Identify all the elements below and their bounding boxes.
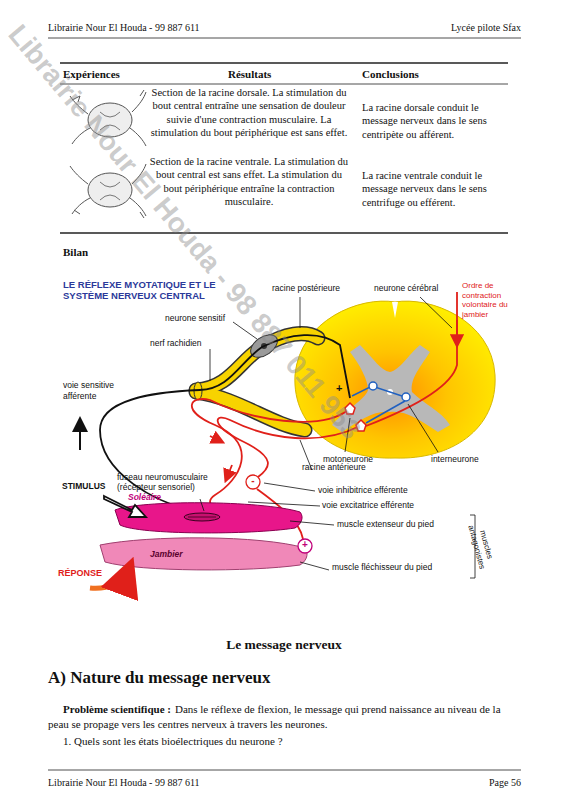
watermark: Librairie Nour El Houda - 98 887 011 953 xyxy=(1,18,368,446)
part-label: racine postérieure xyxy=(272,283,340,293)
table-cell: Section de la racine dorsale. La stimula… xyxy=(146,86,352,139)
sign-label: - xyxy=(246,475,260,487)
part-label: neurone sensitif xyxy=(165,313,225,323)
header-text: Lycée pilote Sfax xyxy=(401,22,521,34)
section-label: Bilan xyxy=(63,246,88,259)
part-label: fuseau neuromusculaire (récepteur sensor… xyxy=(117,472,232,492)
part-label: Ordre de contraction volontaire du jambi… xyxy=(462,281,522,319)
part-label: muscle extenseur du pied xyxy=(337,519,434,529)
part-label: voie excitatrice efférente xyxy=(322,500,414,510)
part-label: racine antérieure xyxy=(302,462,366,472)
part-label: RÉPONSE xyxy=(58,568,102,579)
table-cell: La racine dorsale conduit le message ner… xyxy=(362,101,512,141)
part-label: interneurone xyxy=(431,454,479,464)
part-label: nerf rachidien xyxy=(150,338,202,348)
paragraph: Problème scientifique :Dans le réflexe d… xyxy=(48,702,521,731)
muscle-label: Jambier xyxy=(150,549,183,559)
diagram-title: LE RÉFLEXE MYOTATIQUE ET LE SYSTÈME NERV… xyxy=(63,279,253,301)
table-header: Résultats xyxy=(228,68,271,81)
question: 1. Quels sont les états bioélectriques d… xyxy=(63,735,513,748)
part-label: voie sensitive afférente xyxy=(63,380,135,401)
part-label: muscle fléchisseur du pied xyxy=(332,562,432,572)
footer-text: Librairie Nour El Houda - 99 887 611 xyxy=(48,777,200,789)
part-label: muscles antagonistes xyxy=(462,509,500,584)
sign-label: + xyxy=(298,539,312,551)
part-label: voie inhibitrice efférente xyxy=(318,485,408,495)
bold-lead: Problème scientifique : xyxy=(63,703,171,715)
muscle-label: Soléaire xyxy=(128,492,161,502)
header-text: Librairie Nour El Houda - 99 887 611 xyxy=(48,22,200,34)
table-cell: Section de la racine ventrale. La stimul… xyxy=(146,155,352,208)
sign-label: + xyxy=(336,382,342,395)
table-header: Conclusions xyxy=(362,68,419,81)
table-header: Expériences xyxy=(63,68,120,81)
section-heading: A) Nature du message nerveux xyxy=(48,668,271,688)
part-label: neurone cérébral xyxy=(374,283,438,293)
page-number: Page 56 xyxy=(461,777,521,789)
page-title: Le message nerveux xyxy=(0,637,568,653)
part-label: STIMULUS xyxy=(62,481,105,491)
table-cell: La racine ventrale conduit le message ne… xyxy=(362,169,512,209)
